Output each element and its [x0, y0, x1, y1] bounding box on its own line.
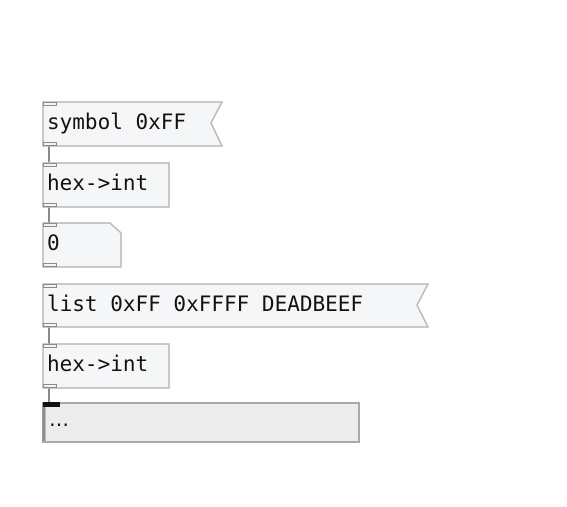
obj2-inlet[interactable] — [43, 344, 57, 348]
object-box-hex-int-2[interactable]: hex->int — [43, 344, 169, 388]
obj1-inlet[interactable] — [43, 163, 57, 167]
object-box-hex-int-2-shape[interactable] — [42, 343, 170, 389]
message-box-list-label: list 0xFF 0xFFFF DEADBEEF — [47, 292, 364, 316]
msg1-inlet[interactable] — [43, 102, 57, 106]
msg2-outlet[interactable] — [43, 323, 57, 327]
number-atom[interactable]: 0 — [43, 223, 121, 267]
number-atom-value: 0 — [47, 231, 60, 255]
object-box-hex-int-1-label: hex->int — [47, 171, 149, 195]
number-atom-shape[interactable] — [42, 222, 122, 268]
atom1-outlet[interactable] — [43, 263, 57, 267]
message-box-symbol-shape[interactable] — [42, 101, 224, 147]
atom1-inlet[interactable] — [43, 223, 57, 227]
list-display[interactable]: … — [43, 403, 359, 442]
message-box-symbol-label: symbol 0xFF — [47, 110, 187, 134]
list-display-shape[interactable] — [42, 402, 360, 443]
object-box-hex-int-1-shape[interactable] — [42, 162, 170, 208]
object-box-hex-int-2-label: hex->int — [47, 352, 149, 376]
object-box-hex-int-1[interactable]: hex->int — [43, 163, 169, 207]
message-box-list-shape[interactable] — [42, 283, 430, 328]
list-display-value: … — [49, 407, 69, 431]
msg1-outlet[interactable] — [43, 142, 57, 146]
obj1-outlet[interactable] — [43, 203, 57, 207]
list1-inlet[interactable] — [43, 402, 60, 407]
message-box-symbol[interactable]: symbol 0xFF — [43, 102, 223, 146]
msg2-inlet[interactable] — [43, 284, 57, 288]
message-box-list[interactable]: list 0xFF 0xFFFF DEADBEEF — [43, 284, 428, 327]
obj2-outlet[interactable] — [43, 384, 57, 388]
